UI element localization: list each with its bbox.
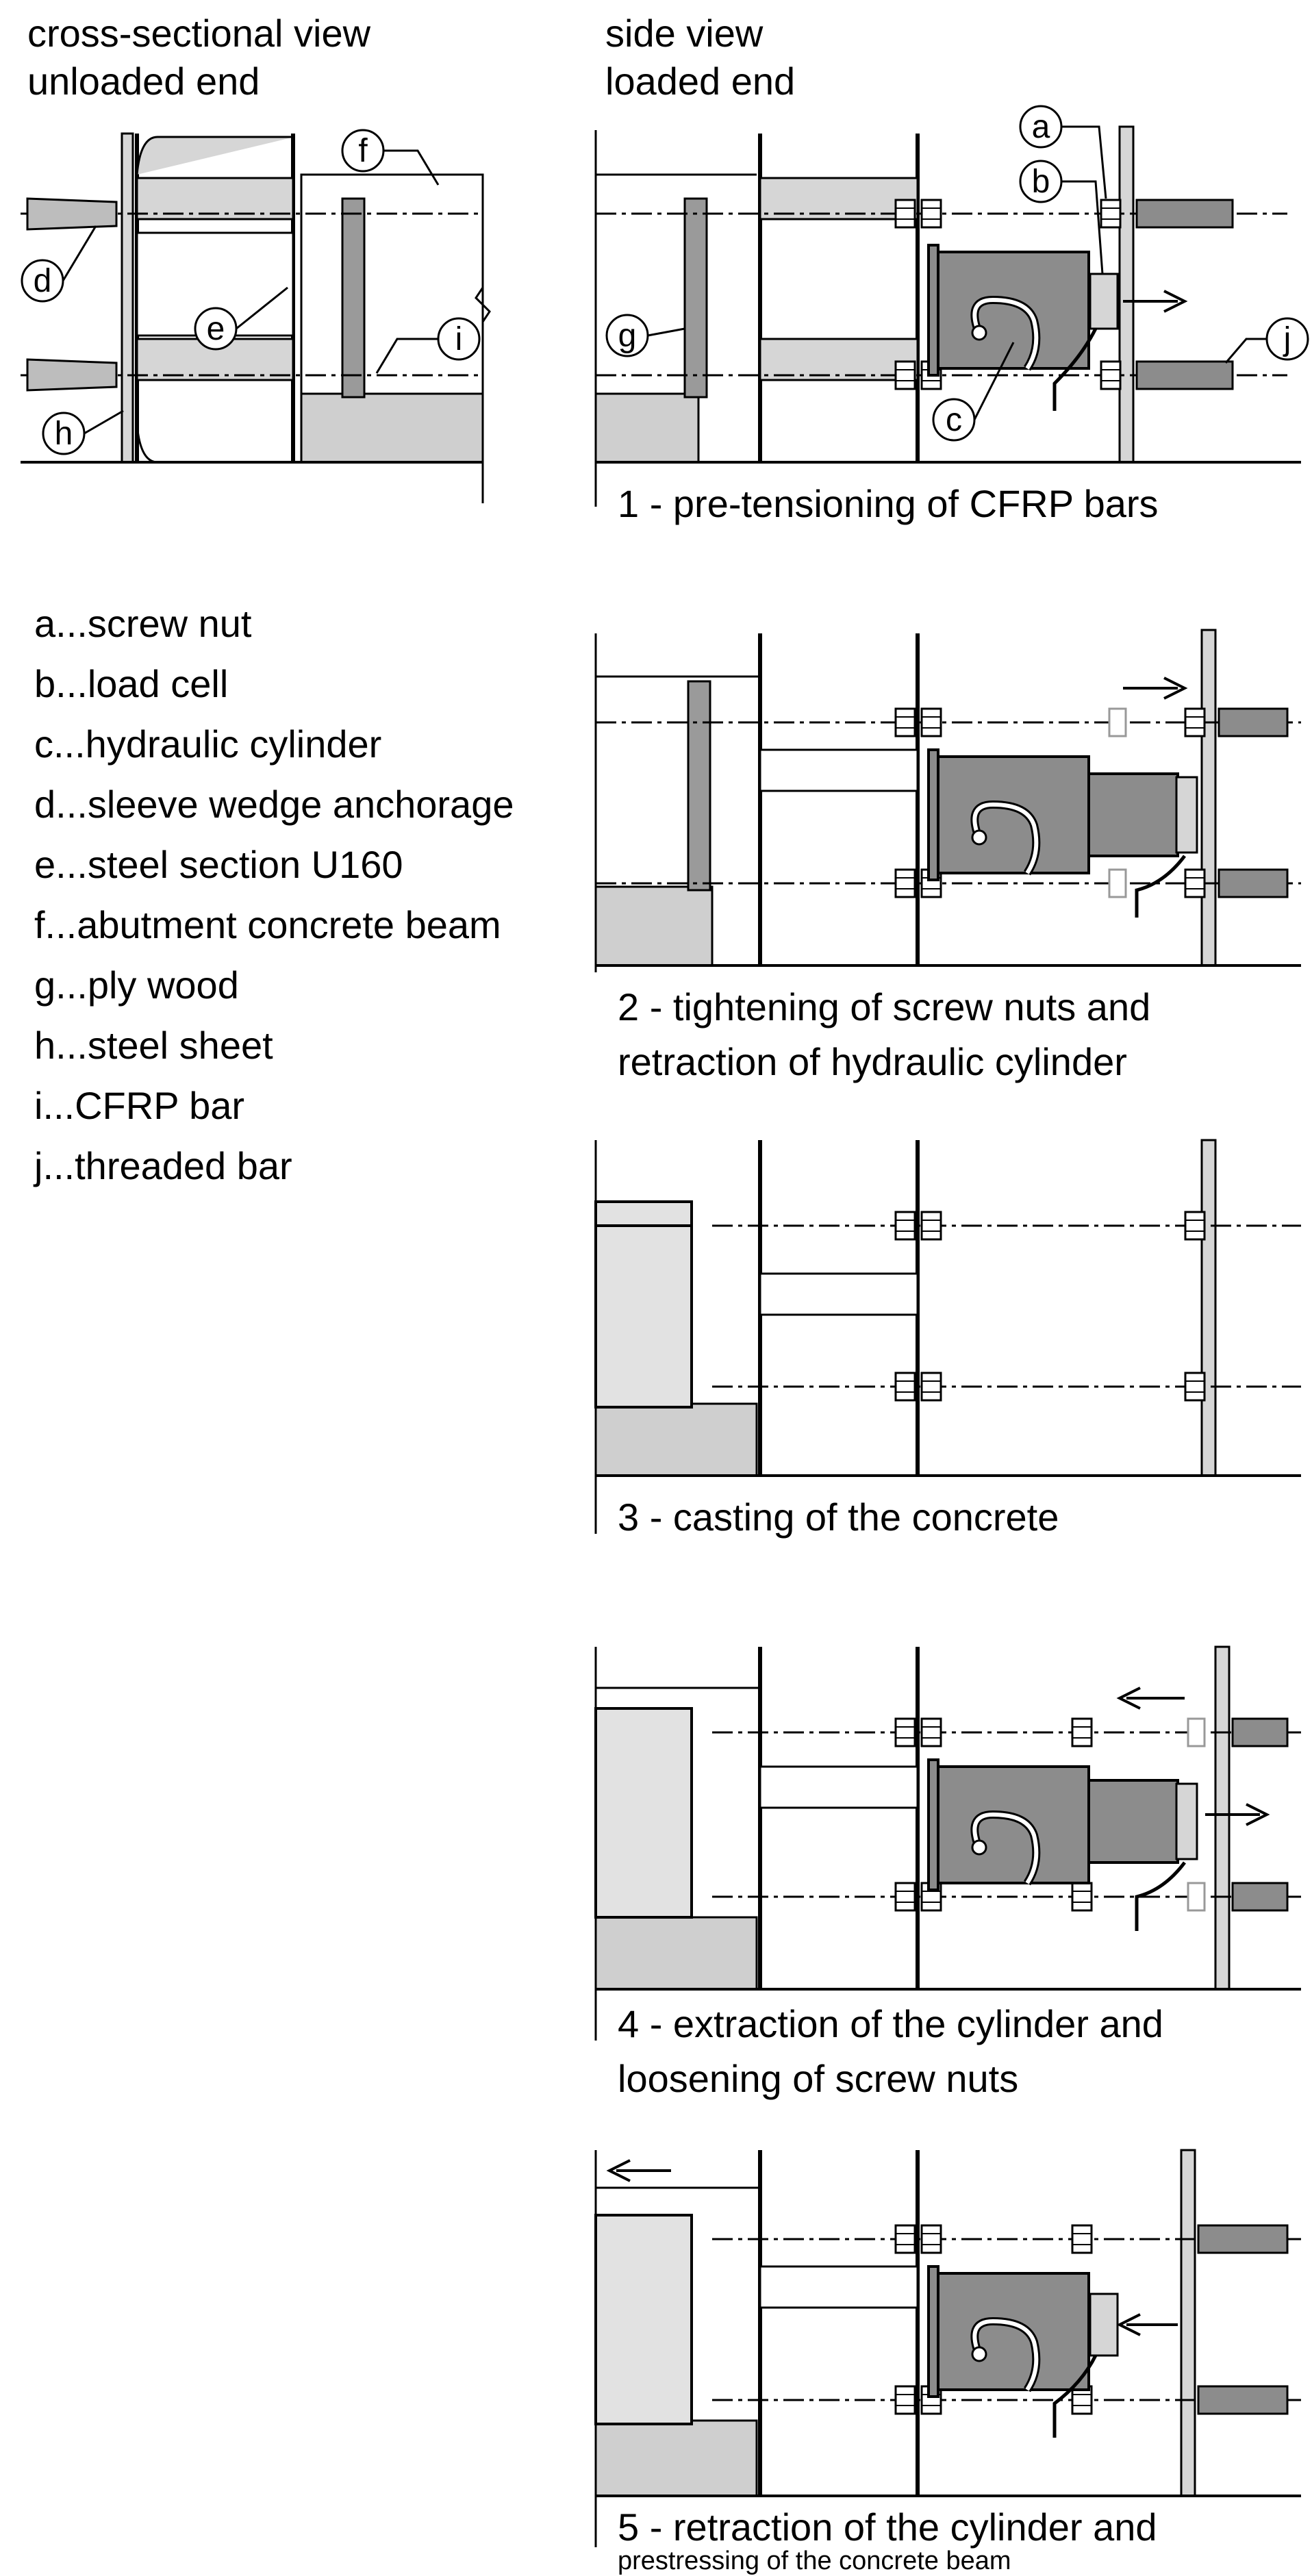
cross-section-heading-2: unloaded end <box>27 60 260 103</box>
step-1-caption: 1 - pre-tensioning of CFRP bars <box>618 482 1159 525</box>
step-3-panel <box>594 1139 1301 1534</box>
callout-d: d <box>21 225 97 303</box>
step-2-caption-2: retraction of hydraulic cylinder <box>618 1040 1127 1083</box>
step-5-panel <box>594 2149 1301 2547</box>
callout-a: a <box>1019 105 1107 199</box>
legend-item: h...steel sheet <box>34 1024 273 1067</box>
svg-text:b: b <box>1032 164 1050 200</box>
legend-item: c...hydraulic cylinder <box>34 722 381 766</box>
step-5-caption-2: prestressing of the concrete beam <box>618 2547 1011 2575</box>
callout-c: c <box>932 342 1015 442</box>
side-view-heading-1: side view <box>605 12 764 55</box>
step-5-caption-1: 5 - retraction of the cylinder and <box>618 2505 1157 2549</box>
svg-text:g: g <box>618 318 637 354</box>
step-4-caption-1: 4 - extraction of the cylinder and <box>618 2002 1163 2045</box>
legend-item: j...threaded bar <box>33 1144 292 1187</box>
svg-text:j: j <box>1283 321 1291 357</box>
svg-text:h: h <box>55 416 73 452</box>
callout-h: h <box>42 409 124 455</box>
legend: a...screw nut b...load cell c...hydrauli… <box>33 602 514 1187</box>
step-4-panel <box>594 1645 1301 2041</box>
callout-g: g <box>605 314 685 357</box>
callout-e: e <box>194 286 288 351</box>
svg-text:e: e <box>207 311 225 347</box>
callout-i: i <box>375 317 481 374</box>
step-1-panel <box>594 125 1301 507</box>
callout-f: f <box>341 129 440 186</box>
legend-item: g...ply wood <box>34 963 239 1007</box>
callout-j: j <box>1224 317 1309 364</box>
svg-text:i: i <box>455 321 463 357</box>
cross-section-view <box>21 132 491 503</box>
legend-item: f...abutment concrete beam <box>34 903 501 946</box>
step-4-caption-2: loosening of screw nuts <box>618 2057 1018 2100</box>
step-3-caption: 3 - casting of the concrete <box>618 1495 1059 1539</box>
step-2-caption-1: 2 - tightening of screw nuts and <box>618 985 1150 1028</box>
callout-b: b <box>1019 160 1104 275</box>
legend-item: i...CFRP bar <box>34 1084 244 1127</box>
svg-text:a: a <box>1032 109 1050 145</box>
legend-item: b...load cell <box>34 662 228 705</box>
cross-section-heading-1: cross-sectional view <box>27 12 371 55</box>
step-2-panel <box>594 629 1301 972</box>
legend-item: e...steel section U160 <box>34 843 403 886</box>
legend-item: a...screw nut <box>34 602 252 645</box>
svg-text:d: d <box>34 263 52 299</box>
svg-text:c: c <box>946 402 962 438</box>
side-view-heading-2: loaded end <box>605 60 795 103</box>
legend-item: d...sleeve wedge anchorage <box>34 783 514 826</box>
svg-text:f: f <box>358 133 368 169</box>
